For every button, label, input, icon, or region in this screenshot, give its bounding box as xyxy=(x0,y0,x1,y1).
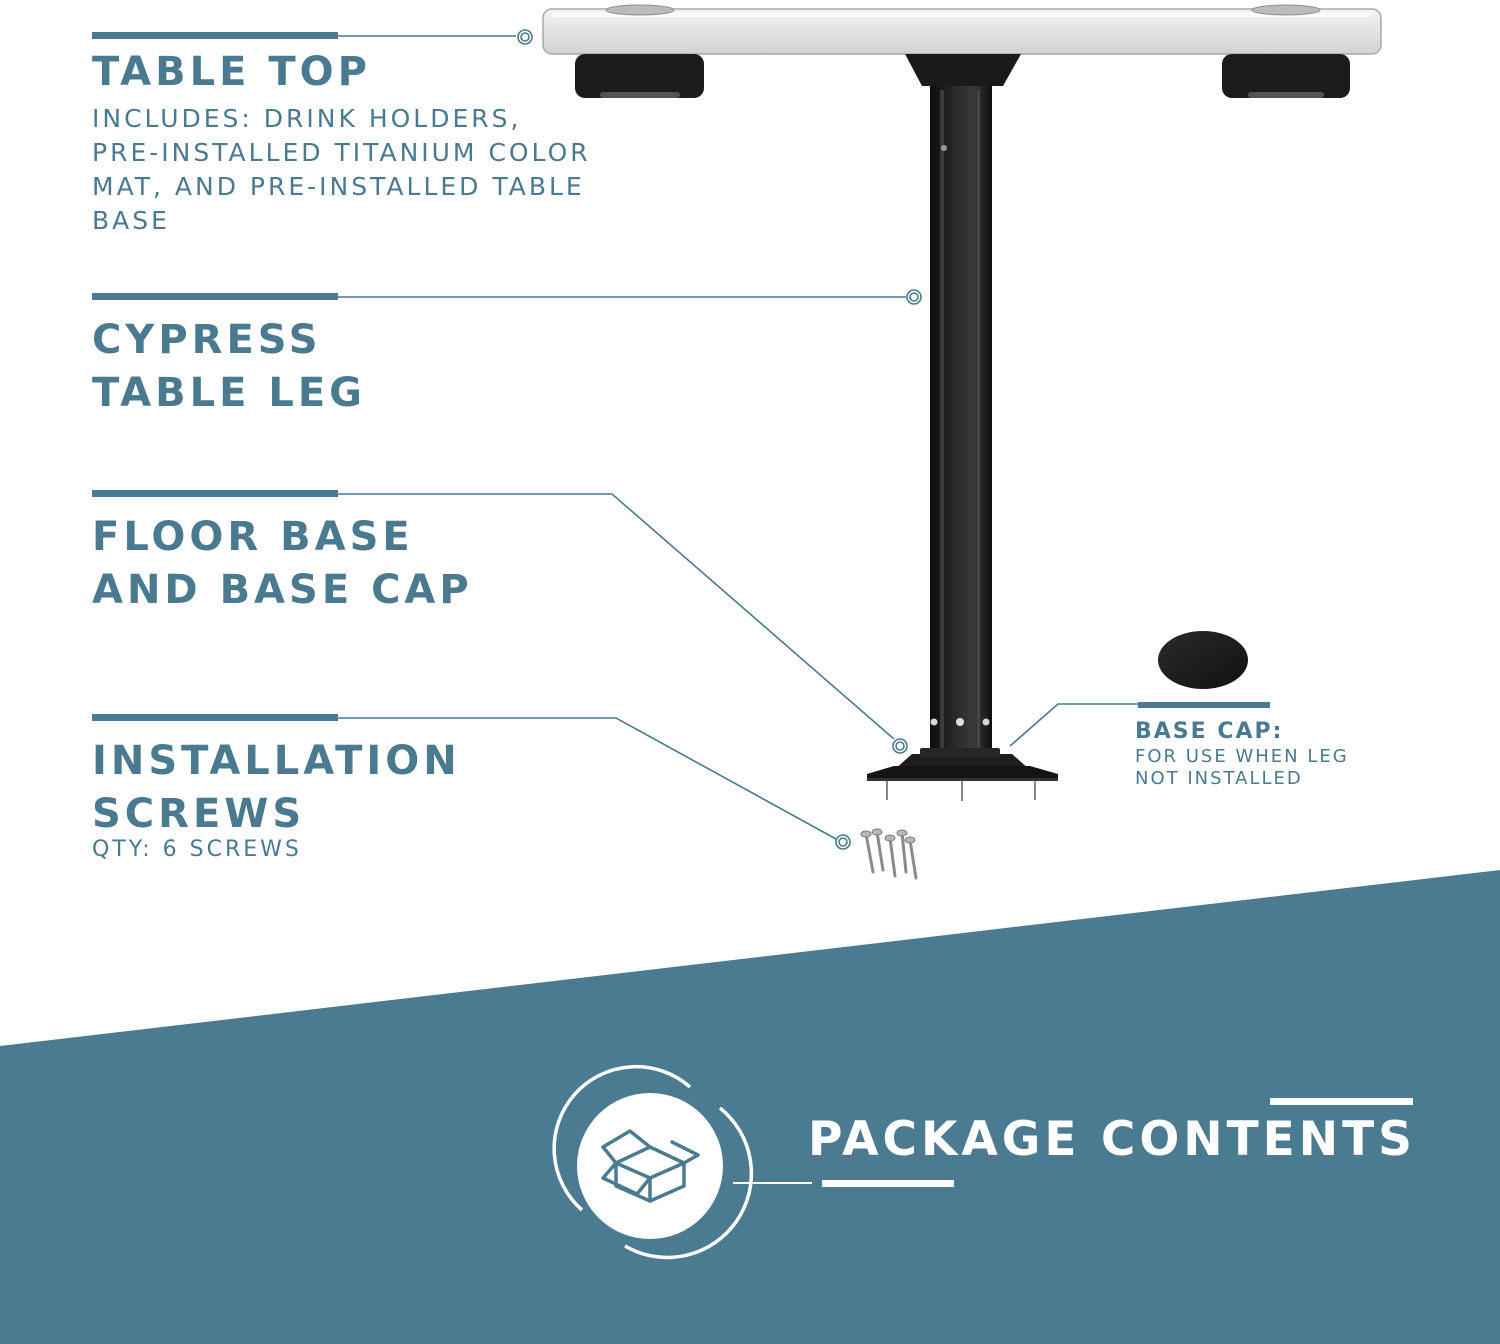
leader-lines xyxy=(338,29,1138,850)
callout-title: TABLE TOP xyxy=(92,49,371,95)
table-leg xyxy=(930,86,992,774)
open-box-icon xyxy=(601,1129,700,1203)
callout-installation-screws: INSTALLATION SCREWS QTY: 6 SCREWS xyxy=(92,735,461,865)
callout-title: FLOOR BASE AND BASE CAP xyxy=(92,514,473,613)
callout-table-leg: CYPRESS TABLE LEG xyxy=(92,314,366,420)
base-cap-description: FOR USE WHEN LEG NOT INSTALLED xyxy=(1135,746,1349,789)
floor-base xyxy=(867,748,1058,801)
callout-table-top: TABLE TOP INCLUDES: DRINK HOLDERS, PRE-I… xyxy=(92,46,591,238)
callout-bar-table-leg xyxy=(92,293,338,300)
callout-title: CYPRESS TABLE LEG xyxy=(92,317,367,416)
base-cap xyxy=(1158,631,1248,689)
package-contents-title: PACKAGE CONTENTS xyxy=(808,1112,1417,1167)
banner-background xyxy=(0,870,1500,1344)
package-emblem xyxy=(552,1064,812,1260)
screws-icon xyxy=(864,830,918,880)
callout-bar-screws xyxy=(92,714,338,721)
table-top xyxy=(542,4,1382,98)
callout-base-cap: BASE CAP: FOR USE WHEN LEG NOT INSTALLED xyxy=(1135,718,1349,790)
callout-description: INCLUDES: DRINK HOLDERS, PRE-INSTALLED T… xyxy=(92,104,591,235)
callout-description: QTY: 6 SCREWS xyxy=(92,837,302,862)
callout-bar-floor-base xyxy=(92,490,338,497)
base-cap-title: BASE CAP: xyxy=(1135,719,1284,744)
callout-floor-base: FLOOR BASE AND BASE CAP xyxy=(92,511,473,617)
callout-title: INSTALLATION SCREWS xyxy=(92,738,461,837)
callout-bar-table-top xyxy=(92,32,338,39)
